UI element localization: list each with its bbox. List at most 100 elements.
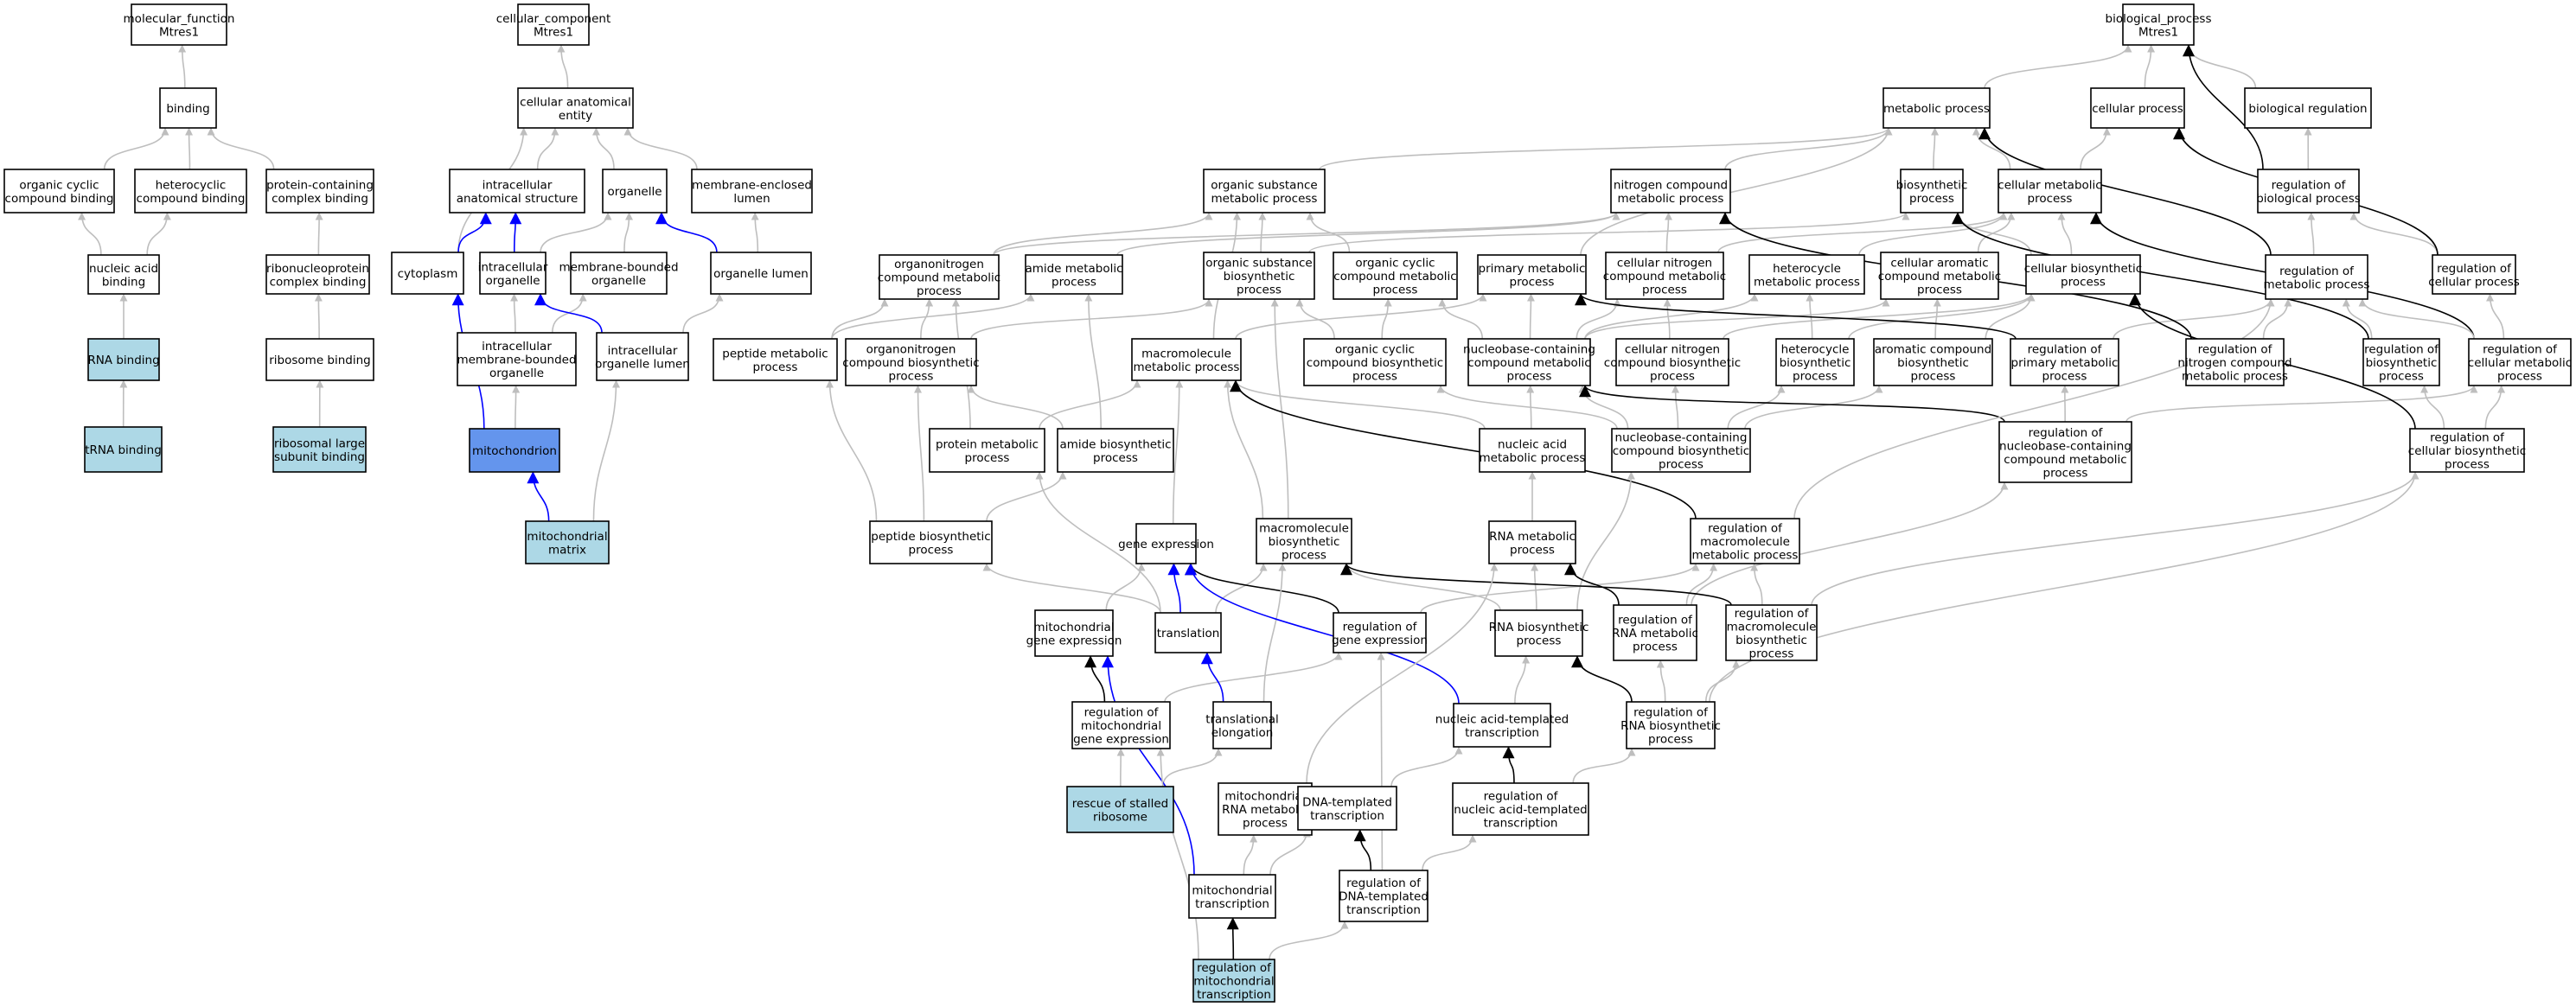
node-rnbcmp[interactable]: regulation ofnucleobase-containingcompou… [1998, 421, 2132, 483]
node-rnab[interactable]: RNA binding [87, 338, 160, 381]
edge-ias-to-cae [536, 127, 559, 170]
node-label-line: metabolic process [1754, 275, 1860, 289]
edge-arrow [1381, 298, 1392, 340]
node-breg[interactable]: biological regulation [2244, 87, 2372, 129]
edge-iol-to-io [534, 293, 603, 334]
node-box [1071, 701, 1171, 749]
node-cyto[interactable]: cytoplasm [391, 252, 464, 295]
node-label-line: compound binding [5, 192, 114, 206]
edge-mbp-to-osbp [1270, 298, 1289, 519]
node-rmbp[interactable]: regulation ofmacromoleculebiosyntheticpr… [1725, 604, 1818, 661]
edge-arrow [1985, 293, 2036, 340]
edge-arrow [2420, 385, 2445, 430]
node-trnab[interactable]: tRNA binding [84, 426, 163, 473]
node-label-line: gene expression [1026, 634, 1122, 647]
node-label-line: complex binding [272, 192, 368, 206]
node-label-line: process [1642, 284, 1687, 297]
node-box [2244, 87, 2372, 129]
node-trans[interactable]: translation [1154, 612, 1222, 653]
edge-arrow [1295, 298, 1335, 340]
node-ol[interactable]: organelle lumen [710, 252, 812, 295]
node-binding[interactable]: binding [159, 87, 217, 129]
node-rib[interactable]: ribosome binding [265, 338, 374, 381]
node-ge[interactable]: gene expression [1118, 523, 1214, 564]
node-mito[interactable]: mitochondrion [469, 428, 560, 473]
node-metp[interactable]: metabolic process [1882, 87, 1991, 129]
node-org[interactable]: organelle [602, 169, 668, 214]
node-cellp[interactable]: cellular process [2090, 87, 2185, 129]
node-box [2362, 338, 2440, 386]
edge-nbcbp-to-nbcmp [1578, 385, 1629, 430]
